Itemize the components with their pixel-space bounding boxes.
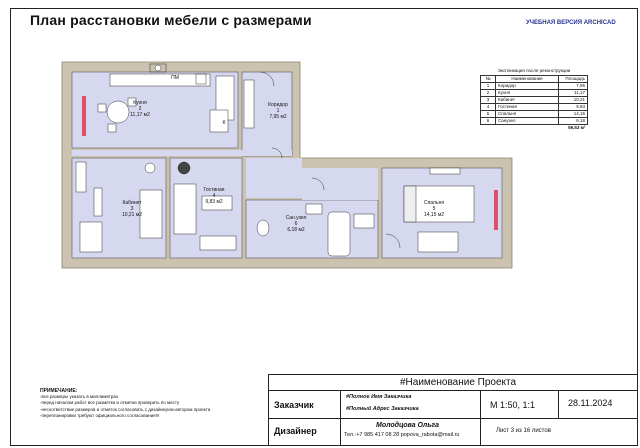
- dining-table: [106, 100, 130, 124]
- note-item: -перед началом работ все разметки и отме…: [40, 400, 180, 406]
- explication-table: Экспликация после реконструкции № Наимен…: [480, 68, 588, 131]
- plant: [177, 161, 191, 175]
- bed-headboard: [403, 185, 417, 223]
- customer-label: Заказчик: [274, 400, 314, 410]
- floor-hall: [72, 150, 292, 156]
- cabinet-mark: К: [222, 120, 226, 126]
- row-name: Кабинет: [495, 96, 559, 104]
- project-name: #Наименование Проекта: [400, 377, 517, 388]
- table-row: 1 Коридор 7,95: [480, 82, 588, 90]
- row-num: 5: [480, 110, 496, 118]
- toilet: [256, 219, 270, 237]
- chair: [107, 123, 117, 133]
- header-num: №: [480, 75, 496, 83]
- bedroom-shelf: [429, 167, 461, 175]
- radiator-kitchen: [82, 96, 86, 136]
- title-block: #Наименование Проекта Заказчик #Полное И…: [268, 374, 638, 446]
- page-title: План расстановки мебели с размерами: [30, 12, 312, 28]
- table-header-row: № Наименование Площадь: [480, 75, 588, 83]
- chair: [127, 97, 137, 107]
- table-row: 6 Санузел 6,18: [480, 117, 588, 125]
- scale: М 1:50, 1:1: [490, 400, 536, 410]
- date: 28.11.2024: [568, 398, 613, 408]
- table-row: 5 Спальня 14,15: [480, 110, 588, 118]
- row-name: Кухня: [495, 89, 559, 97]
- furniture: [75, 63, 475, 257]
- dishwasher-mark: ПМ: [171, 75, 179, 81]
- note-item: -несоответствие размеров и отметок согла…: [40, 406, 211, 412]
- radiator-bedroom: [494, 190, 498, 230]
- note-item: -все размеры указать в миллиметрах: [40, 394, 119, 400]
- designer-label: Дизайнер: [274, 426, 317, 436]
- row-area: 7,95: [558, 82, 588, 90]
- row-name: Санузел: [495, 117, 559, 125]
- cabinet: [79, 221, 103, 253]
- washer: [353, 213, 375, 229]
- row-area: 14,15: [558, 110, 588, 118]
- drawing-frame: [10, 8, 638, 446]
- bedroom-sofa: [417, 231, 459, 253]
- stove-burner: [154, 64, 162, 72]
- desk-side: [93, 187, 103, 217]
- table-row: 3 Кабинет 10,21: [480, 96, 588, 104]
- armchair-round: [144, 162, 156, 174]
- designer-name: Молодцова Ольга: [376, 422, 439, 429]
- watermark: УЧЕБНАЯ ВЕРСИЯ ARCHICAD: [526, 20, 616, 26]
- row-area: 9,83: [558, 103, 588, 111]
- row-area: 11,17: [558, 89, 588, 97]
- customer-address: #Полный Адрес Заказчика: [346, 406, 419, 412]
- row-name: Коридор: [495, 82, 559, 90]
- stove: [149, 63, 167, 73]
- row-num: 4: [480, 103, 496, 111]
- row-num: 6: [480, 117, 496, 125]
- customer-name: #Полное Имя Заказчика: [346, 394, 412, 400]
- tv-unit: [199, 235, 237, 251]
- bathtub: [327, 211, 351, 257]
- sink: [195, 73, 207, 85]
- chair: [97, 103, 107, 113]
- table-row: 2 Кухня 11,17: [480, 89, 588, 97]
- sofa-living: [173, 183, 197, 235]
- row-num: 1: [480, 82, 496, 90]
- table-total-row: 59,53 м²: [481, 125, 588, 132]
- row-num: 3: [480, 96, 496, 104]
- coffee-table: [201, 195, 233, 211]
- row-name: Гостиная: [495, 103, 559, 111]
- row-area: 6,18: [558, 117, 588, 125]
- designer-contact: Тел.:+7 985 417 08 28 popova_rabota@mail…: [344, 432, 460, 438]
- header-area: Площадь: [558, 75, 588, 83]
- wardrobe: [243, 79, 255, 129]
- total-area: 59,53 м²: [568, 125, 586, 130]
- floor-passage: [246, 158, 302, 198]
- row-name: Спальня: [495, 110, 559, 118]
- sheet-number: Лист 3 из 16 листов: [496, 428, 551, 434]
- table-row: 4 Гостиная 9,83: [480, 103, 588, 111]
- note-item: -перепланировки требуют официального сог…: [40, 412, 160, 418]
- shoe-cabinet: [209, 109, 229, 133]
- desk: [75, 161, 87, 193]
- row-num: 2: [480, 89, 496, 97]
- washbasin: [305, 203, 323, 215]
- notes: ПРИМЕЧАНИЕ: -все размеры указать в милли…: [40, 388, 260, 419]
- sofa-study: [139, 189, 163, 239]
- row-area: 10,21: [558, 96, 588, 104]
- kitchen-counter: [109, 73, 211, 87]
- header-name: Наименование: [495, 75, 559, 83]
- notes-heading: ПРИМЕЧАНИЕ:: [40, 388, 78, 394]
- floor-entry: [302, 168, 378, 200]
- explication-title: Экспликация после реконструкции: [497, 68, 571, 73]
